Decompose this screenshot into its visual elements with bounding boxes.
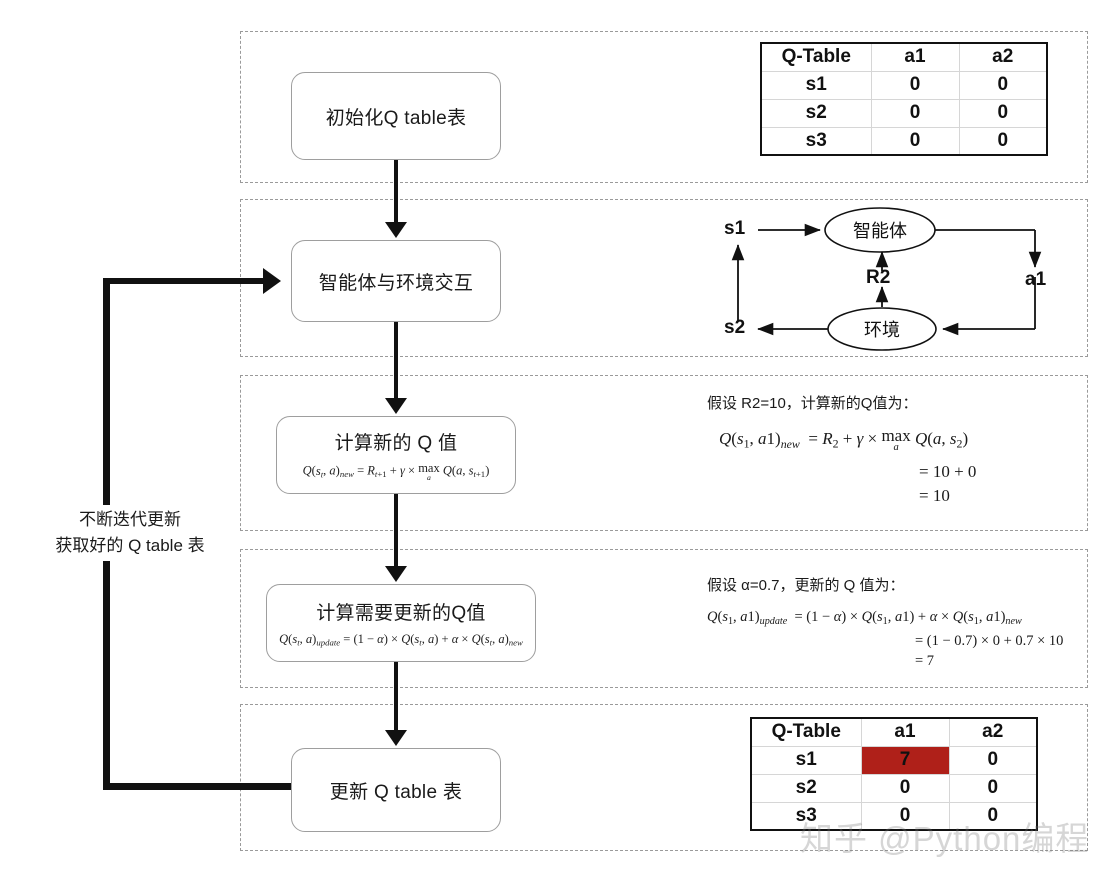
arrowhead-box4: [385, 566, 407, 582]
q-table-cell: 0: [948, 745, 1038, 775]
state-in-label: s1: [724, 218, 746, 239]
table-row: s3 0 0: [760, 126, 1048, 156]
section-update-table: [240, 704, 1088, 851]
environment-label: 环境: [864, 320, 900, 340]
q-table-header-label: Q-Table: [750, 717, 862, 747]
q-table-cell: 0: [870, 126, 960, 156]
table-row: s1 0 0: [760, 70, 1048, 100]
q-table-state: s1: [750, 745, 862, 775]
flow-box-compute-update-q[interactable]: 计算需要更新的Q值 Q(st, a)update = (1 − α) × Q(s…: [266, 584, 536, 662]
loop-label-line2: 获取好的 Q table 表: [55, 536, 205, 555]
reward-label: R2: [866, 267, 891, 288]
q-table-cell: 0: [948, 773, 1038, 803]
loop-label-line1: 不断迭代更新: [79, 510, 181, 529]
q-table-cell: 0: [958, 126, 1048, 156]
q-table-header-a2: a2: [948, 717, 1038, 747]
section-compute-update-q: [240, 549, 1088, 688]
arrowhead-box5: [385, 730, 407, 746]
q-table-state: s3: [750, 801, 862, 831]
flow-box-update-table[interactable]: 更新 Q table 表: [291, 748, 501, 832]
q-table-header-label: Q-Table: [760, 42, 872, 72]
q-table-state: s2: [760, 98, 872, 128]
arrowhead-box3: [385, 398, 407, 414]
q-table-state: s1: [760, 70, 872, 100]
table-header-row: Q-Table a1 a2: [760, 42, 1048, 72]
q-table-header-a2: a2: [958, 42, 1048, 72]
flow-box-initialize[interactable]: 初始化Q table表: [291, 72, 501, 160]
q-table-cell: 0: [870, 70, 960, 100]
connector-box1-box2: [394, 160, 398, 224]
section-compute-new-q: [240, 375, 1088, 531]
table-row: s1 7 0: [750, 745, 1038, 775]
q-table-cell: 0: [958, 98, 1048, 128]
action-label: a1: [1025, 269, 1047, 290]
math-new-q-block: 假设 R2=10，计算新的Q值为： Q(s1, a1)new = R2 + γ …: [707, 392, 976, 506]
q-table-header-a1: a1: [860, 717, 950, 747]
q-table-state: s3: [760, 126, 872, 156]
loop-arrowhead-icon: [263, 268, 281, 294]
table-row: s2 0 0: [760, 98, 1048, 128]
agent-label: 智能体: [853, 221, 907, 241]
state-out-label: s2: [724, 317, 746, 338]
connector-box2-box3: [394, 322, 398, 400]
math-update-q-line2: = (1 − 0.7) × 0 + 0.7 × 10: [915, 633, 1064, 650]
arrowhead-box2: [385, 222, 407, 238]
q-table-cell: 0: [860, 773, 950, 803]
q-table-cell: 0: [870, 98, 960, 128]
section-initialize: [240, 31, 1088, 183]
math-new-q-line3: = 10: [919, 485, 950, 505]
table-header-row: Q-Table a1 a2: [750, 717, 1038, 747]
connector-box4-box5: [394, 662, 398, 732]
math-update-q-lead: 假设 α=0.7，更新的 Q 值为：: [707, 577, 905, 594]
math-new-q-lead: 假设 R2=10，计算新的Q值为：: [707, 395, 918, 412]
q-table-cell: 0: [958, 70, 1048, 100]
q-table-header-a1: a1: [870, 42, 960, 72]
flow-box-interaction[interactable]: 智能体与环境交互: [291, 240, 501, 322]
flow-box-compute-update-q-title: 计算需要更新的Q值: [316, 603, 486, 625]
flow-box-compute-update-q-formula: Q(st, a)update = (1 − α) × Q(st, a) + α …: [279, 632, 523, 648]
connector-box3-box4: [394, 494, 398, 568]
loop-segment-top: [103, 278, 265, 284]
q-table-cell-highlighted: 7: [860, 745, 950, 775]
flow-box-initialize-title: 初始化Q table表: [325, 107, 467, 129]
q-table-updated: Q-Table a1 a2 s1 7 0 s2 0 0 s3 0 0: [750, 717, 1038, 831]
loop-label: 不断迭代更新 获取好的 Q table 表: [40, 505, 220, 561]
q-table-cell: 0: [948, 801, 1038, 831]
loop-segment-bottom: [103, 783, 293, 790]
flow-box-update-table-title: 更新 Q table 表: [329, 781, 463, 803]
q-table-state: s2: [750, 773, 862, 803]
flow-box-interaction-title: 智能体与环境交互: [318, 272, 474, 294]
table-row: s3 0 0: [750, 801, 1038, 831]
q-table-cell: 0: [860, 801, 950, 831]
math-new-q-line2: = 10 + 0: [919, 461, 977, 481]
math-update-q-line1: Q(s1, a1)update = (1 − α) × Q(s1, a1) + …: [707, 609, 1022, 628]
q-table-initial: Q-Table a1 a2 s1 0 0 s2 0 0 s3 0 0: [760, 42, 1048, 156]
agent-environment-diagram: 智能体 环境 s1 s2 R2 a1: [700, 199, 1088, 357]
table-row: s2 0 0: [750, 773, 1038, 803]
math-update-q-block: 假设 α=0.7，更新的 Q 值为： Q(s1, a1)update = (1 …: [707, 574, 1063, 670]
math-update-q-line3: = 7: [915, 653, 935, 670]
flow-box-compute-new-q-title: 计算新的 Q 值: [334, 433, 458, 455]
